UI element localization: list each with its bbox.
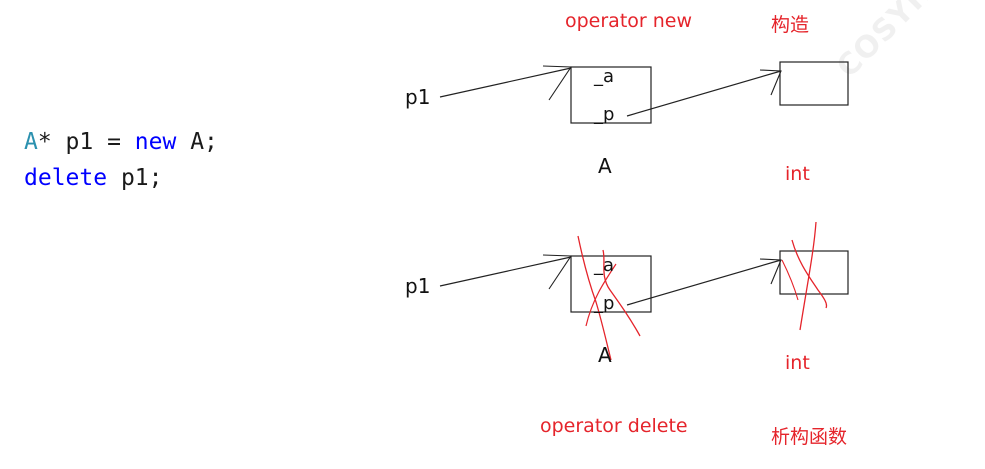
strike-object-2 bbox=[602, 249, 641, 337]
member-pointer-arrow bbox=[626, 70, 782, 117]
code-line-1: A* p1 = new A; bbox=[24, 124, 218, 160]
arrowhead bbox=[542, 254, 573, 290]
code-snippet: A* p1 = new A;delete p1; bbox=[24, 124, 218, 196]
class-label: A bbox=[598, 343, 612, 367]
member-pointer-arrow bbox=[626, 259, 782, 306]
pointer-label: p1 bbox=[405, 274, 431, 298]
arrowhead bbox=[542, 65, 573, 101]
strike-int-2 bbox=[799, 221, 817, 331]
arrowhead bbox=[759, 69, 782, 96]
strike-object-1 bbox=[577, 235, 612, 361]
pointer-arrow bbox=[439, 67, 572, 98]
member-p-label: _p bbox=[594, 293, 615, 314]
operator-delete-label: operator delete bbox=[540, 415, 688, 437]
code-line-2: delete p1; bbox=[24, 160, 218, 196]
heap-type-label: int bbox=[785, 352, 810, 374]
heap-int-box bbox=[779, 250, 849, 295]
code-type-a: A bbox=[24, 129, 38, 155]
pointer-arrow bbox=[439, 256, 572, 287]
strike-int-3 bbox=[781, 259, 799, 301]
class-label: A bbox=[598, 154, 612, 178]
pointer-label: p1 bbox=[405, 85, 431, 109]
strike-int-1 bbox=[791, 239, 828, 309]
code-keyword-new: new bbox=[134, 129, 177, 155]
object-box bbox=[570, 255, 652, 313]
code-text: p1; bbox=[107, 165, 163, 191]
heap-int-box bbox=[779, 61, 849, 106]
object-box bbox=[570, 66, 652, 124]
destructor-label: 析构函数 bbox=[771, 426, 848, 448]
constructor-label: 构造 bbox=[771, 14, 810, 36]
member-a-label: _a bbox=[594, 255, 615, 276]
operator-new-label: operator new bbox=[565, 10, 693, 32]
member-a-label: _a bbox=[594, 66, 615, 87]
strike-object-3 bbox=[585, 263, 617, 327]
code-text: * p1 = bbox=[37, 129, 135, 155]
code-text: A; bbox=[176, 129, 218, 155]
heap-type-label: int bbox=[785, 163, 810, 185]
code-keyword-delete: delete bbox=[24, 165, 108, 191]
arrowhead bbox=[759, 258, 782, 285]
member-p-label: _p bbox=[594, 104, 615, 125]
